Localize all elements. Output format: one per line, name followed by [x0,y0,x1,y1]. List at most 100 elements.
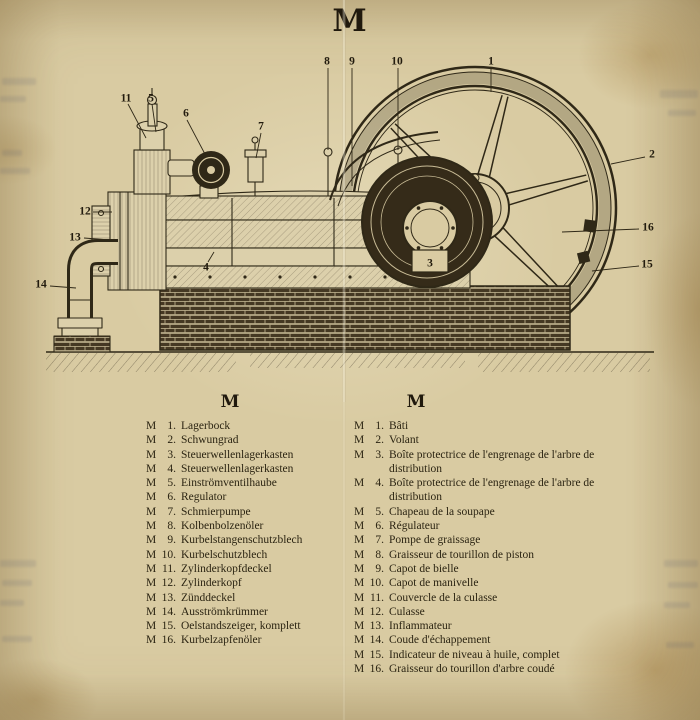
legend-item-series: M [354,448,365,461]
legend-item-number: 16. [369,663,384,676]
legend-item-text: Boîte protectrice de l'engrenage de l'ar… [389,477,595,504]
callout-11: 11 [120,92,132,105]
callout-15: 15 [641,258,653,271]
legend-item-text: Volant [389,434,419,447]
legend-item-number: 4. [375,477,384,490]
legend-item-number: 5. [375,505,384,518]
legend-item-series: M [354,548,365,561]
engine-diagram [46,65,654,372]
legend-item: M 11. Couvercle de la culasse [354,591,602,605]
callout-16: 16 [642,221,654,234]
legend-item-text: Kolbenbolzenöler [181,520,264,533]
callout-8: 8 [324,55,330,68]
legend-item: M 12. Zylinderkopf [146,576,352,590]
legend-item-number: 2. [375,434,384,447]
legend-french: M 1. Bâti M 2. Volant M 3. Boîte protect… [354,419,602,676]
legend-header-french: M [406,392,426,412]
legend-item-number: 8. [375,548,384,561]
legend-item: M 1. Bâti [354,419,602,433]
legend-item-text: Boîte protectrice de l'engrenage de l'ar… [389,448,595,475]
bearing-bolts [405,206,455,250]
inlet-valve-assembly [133,88,171,195]
legend-item-series: M [146,605,157,618]
legend-item-series: M [146,477,157,490]
legend-item: M 6. Regulator [146,490,352,504]
legend-item-series: M [354,477,365,490]
legend-item: M 9. Kurbelstangenschutzblech [146,533,352,547]
legend-item: M 12. Culasse [354,605,602,619]
legend-item-number: 3. [167,448,176,461]
legend-item: M 10. Kurbelschutzblech [146,548,352,562]
legend-item-series: M [354,634,365,647]
legend-item-number: 11. [370,591,384,604]
legend-item-series: M [354,420,365,432]
legend-item-number: 7. [375,534,384,547]
legend-item-series: M [146,520,157,533]
legend-item-number: 9. [375,562,384,575]
legend-item-number: 5. [167,477,176,490]
legend-item-text: Chapeau de la soupape [389,505,495,518]
callout-10: 10 [391,55,403,68]
legend-item-series: M [146,591,157,604]
legend-item: M 16. Graisseur do tourillon d'arbre cou… [354,662,602,676]
callout-1: 1 [488,55,494,68]
legend-item: M 5. Einströmventilhaube [146,476,352,490]
legend-item-text: Pompe de graissage [389,534,481,547]
legend-item-number: 6. [167,491,176,504]
legend-item-text: Zylinderkopf [181,577,242,590]
legend-item-number: 14. [369,634,384,647]
legend-item-series: M [146,620,157,633]
engine-base [159,285,571,351]
callout-7: 7 [258,120,264,133]
legend-item-series: M [146,420,157,432]
callout-6: 6 [183,107,189,120]
legend-item-text: Ausströmkrümmer [181,605,268,618]
legend-item: M 7. Pompe de graissage [354,533,602,547]
legend-item-series: M [354,620,365,633]
legend-item: M 15. Indicateur de niveau à huile, comp… [354,648,602,662]
legend-item-number: 13. [369,620,384,633]
legend-item: M 3. Steuerwellenlagerkasten [146,448,352,462]
legend-item-series: M [354,562,365,575]
legend-item: M 8. Graisseur de tourillon de piston [354,548,602,562]
legend-item-number: 14. [161,605,176,618]
legend-item: M 11. Zylinderkopfdeckel [146,562,352,576]
page-title: M [332,3,368,39]
legend-item-number: 10. [369,577,384,590]
callout-5: 5 [148,92,154,105]
legend-item-text: Regulator [181,491,227,504]
legend-item-series: M [146,634,157,647]
legend-item: M 10. Capot de manivelle [354,576,602,590]
legend-item: M 14. Coude d'échappement [354,633,602,647]
exhaust-elbow [53,239,118,353]
legend-item-text: Steuerwellenlagerkasten [181,448,294,461]
legend-item-series: M [354,520,365,533]
legend-item-series: M [354,663,365,676]
legend-item: M 6. Régulateur [354,519,602,533]
legend-item-text: Culasse [389,605,425,618]
legend-item-number: 9. [167,534,176,547]
ground-hatching [46,351,654,372]
legend-item-text: Couvercle de la culasse [389,591,498,604]
governor-pulley [167,151,230,199]
legend-item: M 7. Schmierpumpe [146,505,352,519]
legend-item-series: M [354,505,365,518]
legend-item-text: Einströmventilhaube [181,477,277,490]
callout-13: 13 [69,231,81,244]
legend-item-number: 3. [375,448,384,461]
legend-item-text: Zünddeckel [181,591,236,604]
legend-item-number: 16. [161,634,176,647]
legend-item-series: M [146,534,157,547]
legend-item-text: Zylinderkopfdeckel [181,562,272,575]
gear-housing [361,156,493,288]
legend-item-text: Kurbelschutzblech [181,548,268,561]
legend-item-number: 12. [161,577,176,590]
legend-item-text: Coude d'échappement [389,634,491,647]
legend-header-german: M [220,392,240,412]
legend-item-number: 13. [161,591,176,604]
legend-item-series: M [146,548,157,561]
legend-item: M 2. Volant [354,433,602,447]
legend-item-series: M [146,462,157,475]
lubricating-pump [244,136,267,196]
legend-item: M 2. Schwungrad [146,433,352,447]
